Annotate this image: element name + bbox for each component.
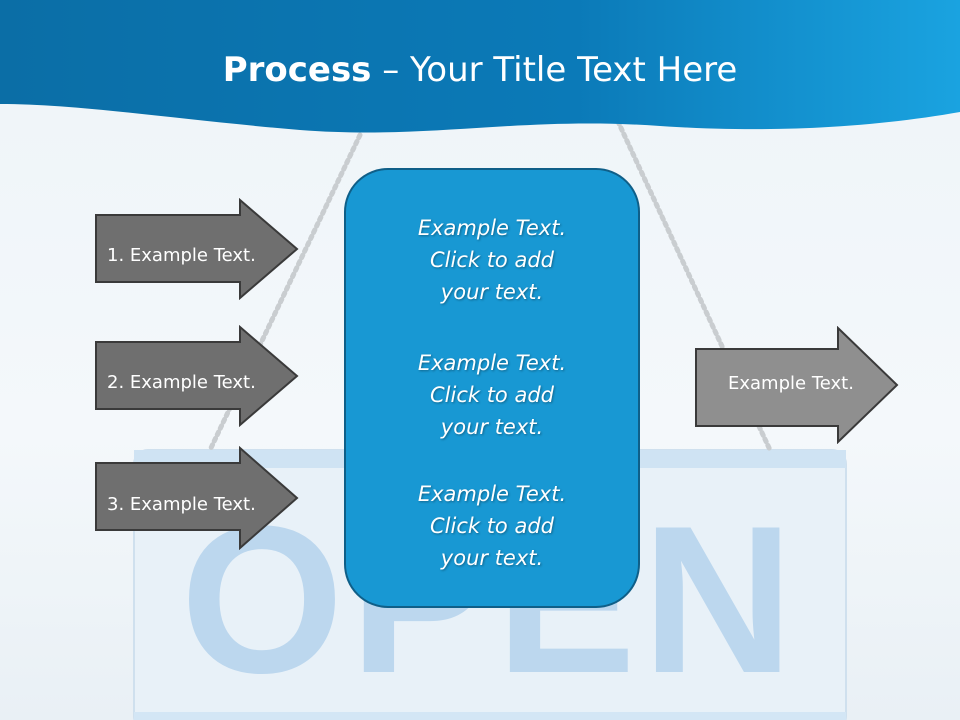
center-paragraph-3: Example Text. Click to add your text. [346, 478, 638, 574]
arrow-label: 3. Example Text. [107, 493, 256, 515]
right-arrow: Example Text. [694, 326, 899, 444]
paragraph-line: Click to add [429, 514, 554, 538]
paragraph-line: Example Text. [417, 351, 567, 375]
header-wave [0, 0, 960, 133]
title-rest: – Your Title Text Here [371, 50, 738, 90]
center-process-box: Example Text. Click to add your text. Ex… [344, 168, 640, 608]
arrow-shape [95, 198, 299, 300]
paragraph-line: your text. [440, 546, 544, 570]
left-arrow-1: 1. Example Text. [94, 198, 299, 300]
arrow-shape [95, 446, 299, 550]
arrow-label: Example Text. [728, 372, 854, 394]
paragraph-line: your text. [440, 415, 544, 439]
title-bold: Process [222, 50, 372, 90]
paragraph-line: Example Text. [417, 482, 567, 506]
paragraph-line: Click to add [429, 248, 554, 272]
arrow-label: 1. Example Text. [107, 244, 256, 266]
paragraph-line: your text. [440, 280, 544, 304]
center-paragraph-1: Example Text. Click to add your text. [346, 212, 638, 308]
slide-title: Process – Your Title Text Here [0, 50, 960, 90]
arrow-shape [695, 326, 899, 444]
left-arrow-2: 2. Example Text. [94, 325, 299, 427]
left-arrow-3: 3. Example Text. [94, 446, 299, 550]
center-paragraph-2: Example Text. Click to add your text. [346, 347, 638, 443]
paragraph-line: Click to add [429, 383, 554, 407]
paragraph-line: Example Text. [417, 216, 567, 240]
arrow-label: 2. Example Text. [107, 371, 256, 393]
arrow-shape [95, 325, 299, 427]
